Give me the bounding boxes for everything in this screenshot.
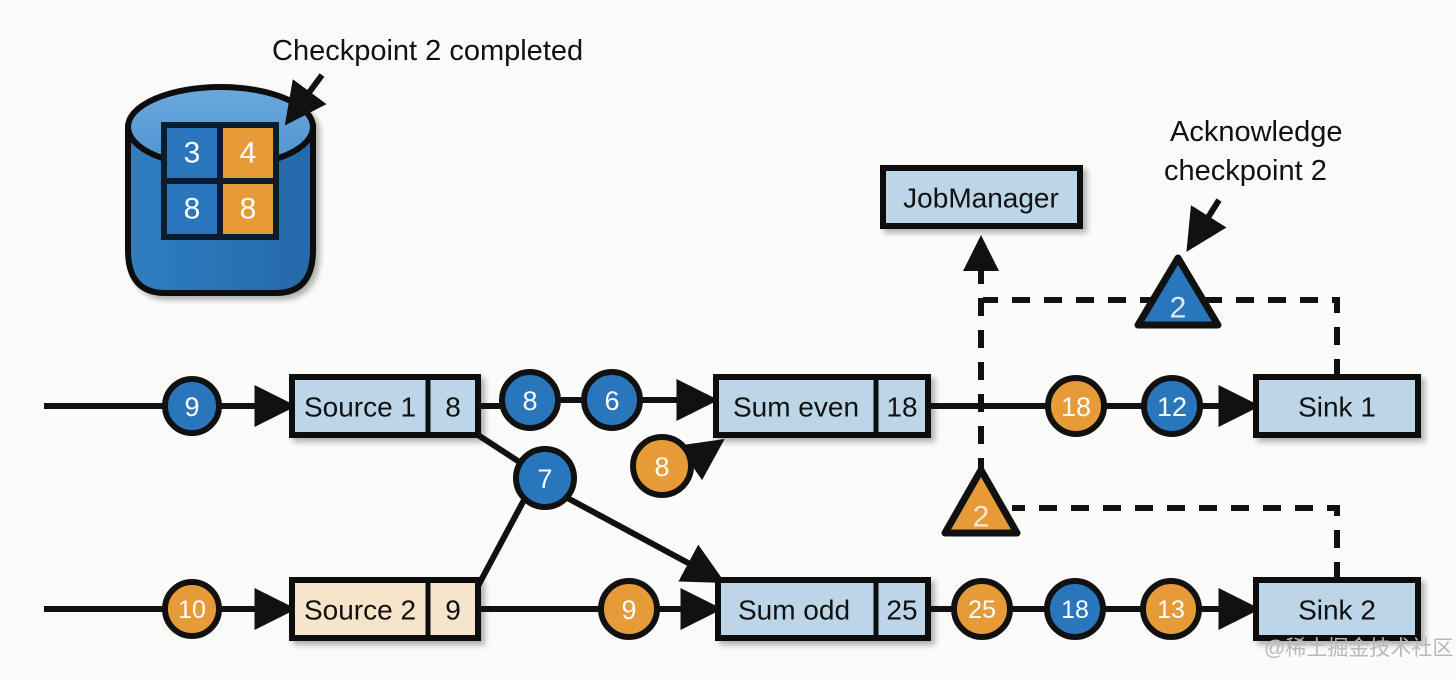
storage-cell-0-label: 3 xyxy=(184,137,201,170)
storage-cell-3-label: 8 xyxy=(240,193,257,226)
record-s1-out-a-label: 8 xyxy=(522,386,537,416)
operator-sum-even-state: 18 xyxy=(886,392,917,423)
storage-cell-1 xyxy=(217,122,279,184)
operator-sink1 xyxy=(1253,374,1421,438)
record-source1-input-label: 9 xyxy=(184,392,199,422)
storage-cell-2 xyxy=(161,178,223,240)
record-s1-out-a: 8 xyxy=(499,369,561,431)
record-even-out-b-label: 12 xyxy=(1157,392,1187,422)
storage-cell-3 xyxy=(217,178,279,240)
edge-cross-down-to-odd xyxy=(558,491,726,583)
record-s2-out-b-label: 9 xyxy=(621,595,636,625)
record-even-out-b: 12 xyxy=(1141,375,1203,437)
checkpoint-completed-arrow xyxy=(284,73,327,126)
operator-sum-even-label: Sum even xyxy=(733,392,859,423)
checkpoint-storage-grid: 3 4 8 8 xyxy=(161,122,279,240)
operator-source1-state: 8 xyxy=(445,392,461,423)
operator-source1-label: Source 1 xyxy=(304,392,416,423)
checkpoint-completed-annotation: Checkpoint 2 completed xyxy=(272,35,583,67)
barrier-orange-label: 2 xyxy=(973,501,990,534)
operator-sink2-label: Sink 2 xyxy=(1298,595,1376,626)
record-s2-out-a: 8 xyxy=(630,434,694,498)
barrier-blue: 2 xyxy=(1134,254,1222,329)
ack-annotation-line1: Acknowledge xyxy=(1170,116,1343,148)
record-odd-out-a: 25 xyxy=(951,578,1013,640)
record-odd-out-b-label: 18 xyxy=(1061,596,1089,624)
ack-path-sink2-dashed xyxy=(1012,505,1340,580)
job-manager-box xyxy=(880,165,1083,229)
record-source1-input: 9 xyxy=(162,376,222,436)
storage-cell-2-label: 8 xyxy=(184,193,201,226)
record-odd-out-c-label: 13 xyxy=(1157,596,1185,624)
operator-sink1-label: Sink 1 xyxy=(1298,392,1376,423)
ack-path-sink1-dashed xyxy=(983,297,1340,377)
watermark: @稀土掘金技术社区 xyxy=(1264,637,1453,660)
record-s1-out-b-label: 6 xyxy=(604,386,619,416)
record-s1-out-b: 6 xyxy=(581,369,643,431)
operator-source2-state: 9 xyxy=(445,595,461,626)
record-odd-out-b: 18 xyxy=(1044,578,1106,640)
ack-annotation-line2: checkpoint 2 xyxy=(1164,155,1327,187)
record-source2-input: 10 xyxy=(162,579,222,639)
job-manager-label: JobManager xyxy=(903,183,1059,214)
ack-annotation-arrow xyxy=(1186,198,1227,252)
edge-source1-to-cross xyxy=(476,432,526,468)
record-odd-out-a-label: 25 xyxy=(968,596,996,624)
edge-source2-to-cross xyxy=(475,498,527,588)
record-s1-out-c-label: 7 xyxy=(537,464,552,494)
record-even-out-a-label: 18 xyxy=(1061,392,1091,422)
record-source2-input-label: 10 xyxy=(178,596,206,624)
record-s2-out-a-label: 8 xyxy=(654,452,669,482)
record-s2-out-b: 9 xyxy=(598,578,660,640)
operator-sum-odd-state: 25 xyxy=(886,595,917,626)
record-s1-out-c: 7 xyxy=(513,446,577,510)
operator-sum-odd xyxy=(715,577,931,641)
operator-source2 xyxy=(289,577,481,641)
barrier-blue-label: 2 xyxy=(1170,292,1187,325)
storage-cell-1-label: 4 xyxy=(240,137,257,170)
operator-source2-label: Source 2 xyxy=(304,595,416,626)
barrier-orange: 2 xyxy=(941,466,1021,537)
operator-sum-odd-label: Sum odd xyxy=(738,595,850,626)
record-odd-out-c: 13 xyxy=(1140,578,1202,640)
record-even-out-a: 18 xyxy=(1045,375,1107,437)
